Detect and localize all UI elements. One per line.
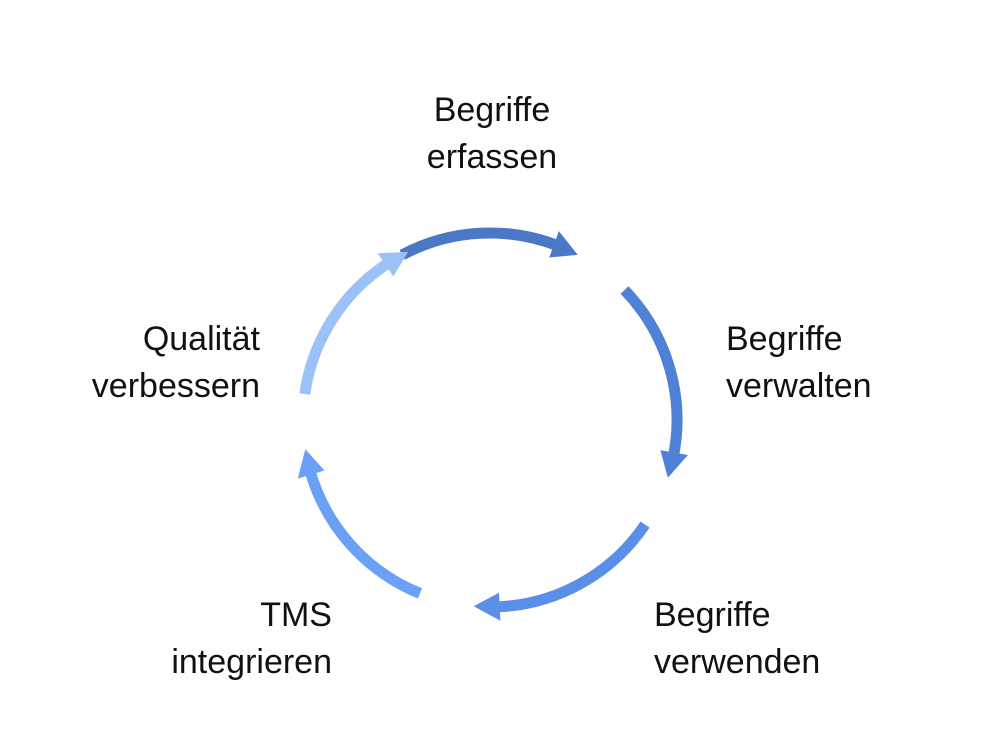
step-label-line: Qualität [142, 320, 260, 358]
step-label-begriffe-erfassen: Begriffe erfassen [392, 87, 592, 181]
cycle-arrow-verwalten [620, 286, 683, 459]
arrowhead-icon [377, 251, 409, 277]
step-label-qualitaet-verbessern: Qualität verbessern [20, 316, 260, 410]
step-label-begriffe-verwalten: Begriffe verwalten [726, 316, 966, 410]
arrowhead-icon [297, 449, 325, 479]
step-label-line: Begriffe [433, 91, 551, 129]
step-label-line: Begriffe [654, 596, 771, 634]
step-label-tms-integrieren: TMS integrieren [92, 592, 332, 686]
step-label-line: erfassen [426, 138, 558, 176]
step-label-line: verwenden [654, 643, 821, 681]
step-label-line: verwalten [726, 367, 872, 405]
arrowhead-icon [549, 231, 578, 258]
arrowhead-icon [473, 592, 501, 621]
cycle-arrow-verwenden [494, 521, 650, 613]
step-label-line: integrieren [171, 643, 332, 681]
step-label-line: Begriffe [726, 320, 843, 358]
step-label-line: verbessern [91, 367, 260, 405]
cycle-arrow-integrieren [304, 468, 423, 599]
step-label-line: TMS [260, 596, 332, 634]
cycle-arrow-verbessern [299, 257, 393, 395]
arrowhead-icon [660, 450, 688, 478]
cycle-arrows [297, 227, 688, 621]
cycle-arrow-erfassen [399, 227, 561, 260]
step-label-begriffe-verwenden: Begriffe verwenden [654, 592, 894, 686]
